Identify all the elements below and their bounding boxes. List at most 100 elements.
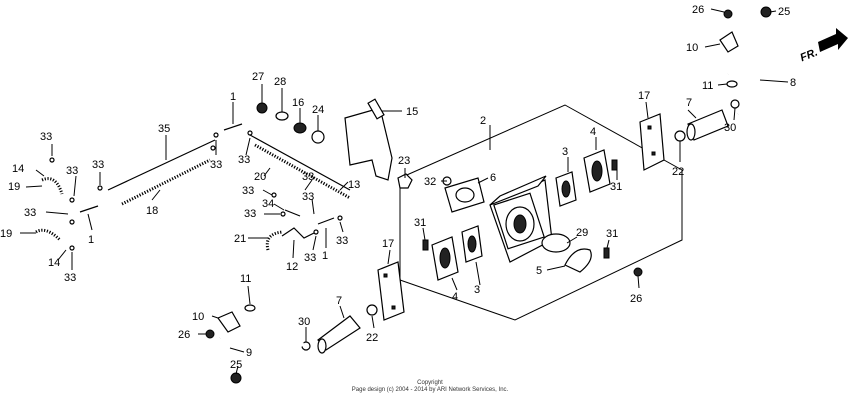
callout-33-d: 33 [210, 159, 222, 171]
callout-4-b: 4 [452, 291, 458, 303]
callout-27: 27 [252, 71, 264, 83]
callout-10-b: 10 [192, 311, 204, 323]
callout-2: 2 [480, 115, 486, 127]
callout-25-b: 25 [230, 359, 242, 371]
bolt-25-bottom [230, 372, 242, 384]
cover-17-top [639, 113, 665, 171]
callout-33-f: 33 [302, 171, 314, 183]
callout-33-g: 33 [242, 185, 254, 197]
callout-31-a: 31 [610, 181, 622, 193]
joint-1-mid [317, 217, 335, 225]
screw-27 [256, 102, 268, 114]
callout-26-b: 26 [630, 293, 642, 305]
callout-26-c: 26 [178, 329, 190, 341]
leader-lines-central [422, 125, 618, 291]
tube-7-top [686, 109, 729, 141]
insulator-4-upper [583, 149, 611, 193]
bolt-25-top [760, 6, 772, 18]
callouts: 26 25 10 8 11 7 30 17 22 2 3 4 31 6 32 2… [0, 4, 819, 371]
callout-9: 9 [246, 347, 252, 359]
bolt-31-a [611, 159, 618, 171]
callout-1-a: 1 [230, 91, 236, 103]
callout-11-b: 11 [240, 273, 251, 285]
hose-19-upper [41, 177, 64, 195]
callout-22-b: 22 [366, 332, 378, 344]
washer-28 [275, 111, 289, 121]
callout-34: 34 [262, 198, 274, 210]
callout-28: 28 [274, 76, 286, 88]
insulator-3-lower [461, 225, 483, 263]
callout-1-b: 1 [322, 250, 328, 262]
callout-13: 13 [348, 179, 360, 191]
callout-33-e: 33 [238, 154, 250, 166]
grommet-16 [293, 122, 307, 134]
spring-35 [107, 139, 216, 191]
callout-24: 24 [312, 104, 324, 116]
bolt-26-right [633, 267, 643, 277]
joint-1-top [223, 123, 243, 131]
callout-25-top: 25 [778, 6, 790, 18]
callout-10-top: 10 [686, 42, 698, 54]
callout-19-a: 19 [8, 181, 20, 193]
callout-3-b: 3 [474, 284, 480, 296]
callout-33-l: 33 [64, 272, 76, 284]
hose-19-lower [35, 228, 62, 242]
callout-32: 32 [424, 176, 436, 188]
clamp-5 [564, 248, 592, 273]
breather-tube-9 [188, 336, 305, 401]
spring-18 [121, 158, 211, 206]
callout-33-i: 33 [302, 191, 314, 203]
clamp-22-top [674, 130, 686, 142]
callout-31-c: 31 [606, 228, 618, 240]
clamp-30-top [730, 99, 740, 109]
clip-10-bottom [217, 311, 241, 333]
callout-30-b: 30 [298, 316, 310, 328]
hose-21 [265, 230, 283, 251]
hose-34 [284, 209, 301, 217]
callout-1-c: 1 [88, 234, 94, 246]
callout-16: 16 [292, 97, 304, 109]
bracket-15 [344, 98, 393, 181]
callout-33-a: 33 [40, 131, 52, 143]
tube-12 [281, 227, 317, 239]
callout-14-b: 14 [48, 257, 60, 269]
cover-17-bottom [377, 261, 405, 321]
bolt-31-c [603, 247, 610, 259]
callout-19-b: 19 [0, 228, 12, 240]
callout-17-b: 17 [382, 238, 394, 250]
callout-33-b: 33 [92, 159, 104, 171]
clips-33-left [49, 157, 103, 251]
gasket-6 [444, 177, 485, 213]
insulator-4-lower [431, 236, 459, 281]
callout-23: 23 [398, 155, 410, 167]
callout-17-top: 17 [638, 90, 650, 102]
callout-30-top: 30 [724, 122, 736, 134]
clips-33-upper [210, 130, 253, 151]
bolt-31-b [422, 239, 429, 251]
bolt-26-left [205, 329, 215, 339]
clamp-11-top [726, 80, 738, 88]
callout-33-k: 33 [336, 235, 348, 247]
callout-12: 12 [286, 261, 298, 273]
callout-6: 6 [490, 172, 496, 184]
callout-31-b: 31 [414, 217, 426, 229]
callout-33-j: 33 [304, 252, 316, 264]
callout-14-a: 14 [12, 163, 24, 175]
leader-lines-left [20, 102, 349, 270]
callout-8: 8 [790, 77, 796, 89]
callout-29: 29 [576, 227, 588, 239]
intake-manifold-body [489, 175, 553, 263]
callout-7-top: 7 [686, 97, 692, 109]
callout-35: 35 [158, 123, 170, 135]
bolt-26-top [723, 9, 733, 19]
breather-tube-8 [726, 37, 765, 116]
callout-21: 21 [234, 233, 246, 245]
collar-24 [311, 130, 325, 144]
callout-3-a: 3 [562, 146, 568, 158]
callout-22-top: 22 [672, 166, 684, 178]
callout-4-a: 4 [590, 126, 596, 138]
insulator-3-upper [555, 171, 577, 207]
joint-1-left [79, 205, 99, 213]
callout-15: 15 [406, 106, 418, 118]
